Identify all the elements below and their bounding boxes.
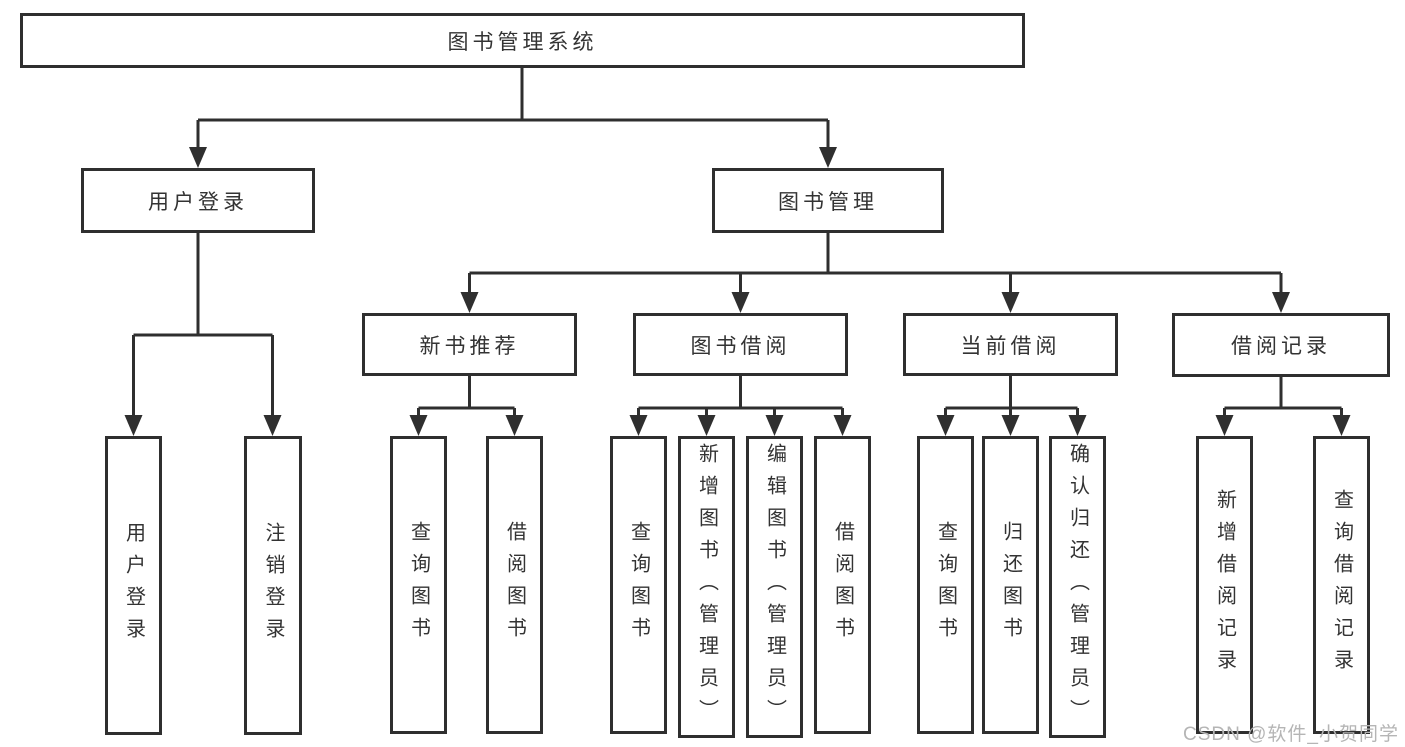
- arrowhead-icon: [819, 147, 837, 168]
- node-label: 用户登录: [122, 521, 145, 650]
- leaf-confirm-return-admin: 确认归还（管理员）: [1049, 436, 1106, 738]
- csdn-watermark: CSDN @软件_小贺同学: [1183, 724, 1399, 745]
- node-label: 查询图书: [934, 521, 957, 649]
- node-label: 借阅图书: [503, 521, 526, 649]
- node-label: 图书借阅: [690, 334, 791, 358]
- node-root-library-system: 图书管理系统: [20, 13, 1025, 68]
- arrowhead-icon: [1001, 292, 1020, 313]
- node-label: 确认归还（管理员）: [1066, 443, 1089, 731]
- node-label: 借阅记录: [1231, 335, 1331, 358]
- node-book-borrow: 图书借阅: [633, 313, 848, 376]
- arrowhead-icon: [1215, 415, 1234, 436]
- arrowhead-icon: [263, 415, 282, 436]
- leaf-borrow-books: 借阅图书: [814, 436, 871, 734]
- node-label: 新增图书（管理员）: [695, 443, 718, 731]
- node-borrow-records: 借阅记录: [1172, 313, 1390, 377]
- node-label: 用户登录: [148, 190, 248, 214]
- arrowhead-icon: [189, 147, 207, 168]
- arrowhead-icon: [460, 292, 479, 313]
- arrowhead-icon: [731, 292, 750, 313]
- connector-root-to-level2: [189, 68, 837, 168]
- arrowhead-icon: [936, 415, 955, 436]
- connector-current-borrow-children: [936, 376, 1087, 436]
- node-label: 新增借阅记录: [1213, 489, 1236, 681]
- arrowhead-icon: [629, 415, 648, 436]
- arrowhead-icon: [697, 415, 716, 436]
- arrowhead-icon: [409, 415, 428, 436]
- leaf-edit-books-admin: 编辑图书（管理员）: [746, 436, 803, 738]
- leaf-query-books-recommend: 查询图书: [390, 436, 447, 734]
- leaf-logout: 注销登录: [244, 436, 302, 735]
- leaf-add-books-admin: 新增图书（管理员）: [678, 436, 735, 738]
- node-label: 当前借阅: [960, 334, 1061, 358]
- arrowhead-icon: [833, 415, 852, 436]
- leaf-return-books: 归还图书: [982, 436, 1039, 734]
- node-label: 注销登录: [262, 521, 284, 650]
- leaf-add-borrow-record: 新增借阅记录: [1196, 436, 1253, 734]
- node-label: 查询图书: [627, 521, 650, 649]
- leaf-borrow-books-recommend: 借阅图书: [486, 436, 543, 734]
- node-user-login: 用户登录: [81, 168, 315, 233]
- node-current-borrow: 当前借阅: [903, 313, 1118, 376]
- arrowhead-icon: [505, 415, 524, 436]
- arrowhead-icon: [1001, 415, 1020, 436]
- connector-book-management-children: [460, 233, 1290, 313]
- leaf-query-borrow-record: 查询借阅记录: [1313, 436, 1370, 734]
- arrowhead-icon: [124, 415, 143, 436]
- leaf-query-books-current: 查询图书: [917, 436, 974, 734]
- connector-user-login-children: [124, 233, 282, 436]
- leaf-query-books-borrow: 查询图书: [610, 436, 667, 734]
- connector-book-borrow-children: [629, 376, 852, 436]
- node-label: 图书管理系统: [447, 30, 598, 54]
- node-label: 新书推荐: [419, 334, 520, 358]
- node-label: 查询图书: [407, 521, 430, 649]
- connector-borrow-records-children: [1215, 377, 1351, 436]
- node-label: 借阅图书: [831, 521, 854, 649]
- arrowhead-icon: [765, 415, 784, 436]
- leaf-user-login: 用户登录: [105, 436, 162, 735]
- node-new-book-recommend: 新书推荐: [362, 313, 577, 376]
- connector-new-book-recommend-children: [409, 376, 524, 436]
- node-label: 编辑图书（管理员）: [763, 443, 786, 731]
- node-label: 查询借阅记录: [1330, 489, 1353, 681]
- node-label: 图书管理: [778, 190, 878, 214]
- arrowhead-icon: [1332, 415, 1351, 436]
- arrowhead-icon: [1068, 415, 1087, 436]
- node-book-management: 图书管理: [712, 168, 944, 233]
- node-label: 归还图书: [999, 521, 1022, 649]
- arrowhead-icon: [1272, 292, 1290, 313]
